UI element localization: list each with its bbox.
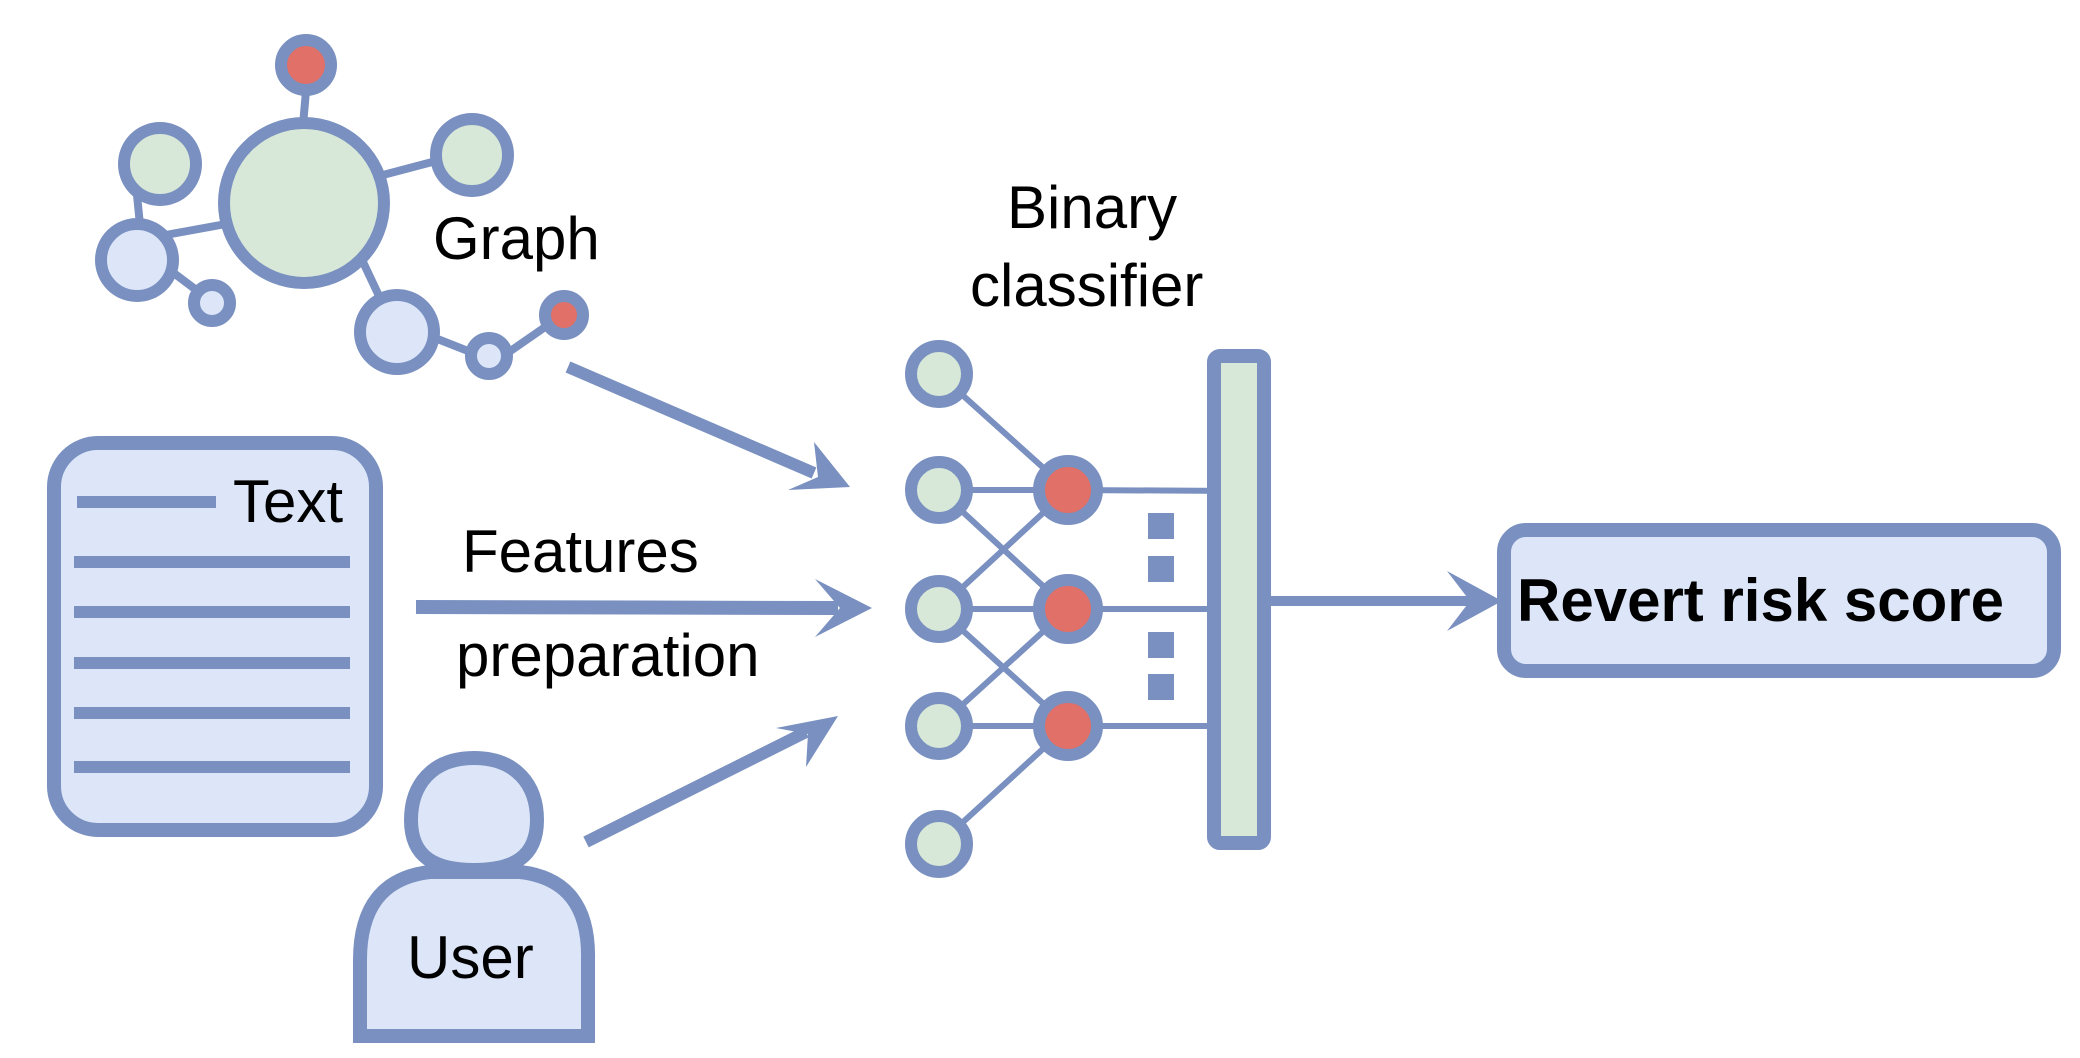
user-to-classifier-arrow xyxy=(583,716,838,848)
input-neuron xyxy=(905,692,973,760)
input-neuron xyxy=(905,340,973,408)
graph-to-classifier-arrow xyxy=(565,361,850,490)
hidden-neuron xyxy=(1033,691,1103,761)
graph-node xyxy=(354,289,440,375)
graph-label: Graph xyxy=(433,205,600,272)
hidden-neuron xyxy=(1033,455,1103,525)
graph-hub-node xyxy=(218,117,390,289)
graph-edges xyxy=(133,90,551,356)
graph-node xyxy=(430,113,514,197)
graph-node xyxy=(188,279,236,327)
graph-node xyxy=(465,332,513,380)
classifier-hidden-layer xyxy=(1033,455,1103,761)
revert-risk-score-box xyxy=(1497,523,2061,678)
input-neuron xyxy=(905,575,973,643)
user-label: User xyxy=(407,924,534,991)
features-label-line2: preparation xyxy=(456,622,760,689)
features-label-line1: Features xyxy=(462,518,699,585)
graph-node xyxy=(95,218,179,302)
graph-icon xyxy=(95,34,589,380)
text-document-icon xyxy=(47,436,383,837)
classifier-label-line2: classifier xyxy=(970,252,1203,319)
hidden-neuron xyxy=(1033,574,1103,644)
input-neuron xyxy=(905,456,973,524)
user-icon xyxy=(353,750,596,1043)
classifier-output-bar xyxy=(1207,349,1271,850)
classifier-label-line1: Binary xyxy=(1007,174,1177,241)
graph-top-red-node xyxy=(275,34,337,96)
classifier-to-output-arrow xyxy=(1264,571,1502,631)
input-neuron xyxy=(905,810,973,878)
text-to-classifier-arrow xyxy=(415,579,872,637)
revert-risk-score-label: Revert risk score xyxy=(1517,567,2004,634)
text-label: Text xyxy=(233,468,343,535)
graph-node xyxy=(118,122,202,206)
ellipsis-dots xyxy=(1148,513,1174,700)
graph-red-node xyxy=(539,290,589,340)
classifier-input-layer xyxy=(905,340,973,878)
